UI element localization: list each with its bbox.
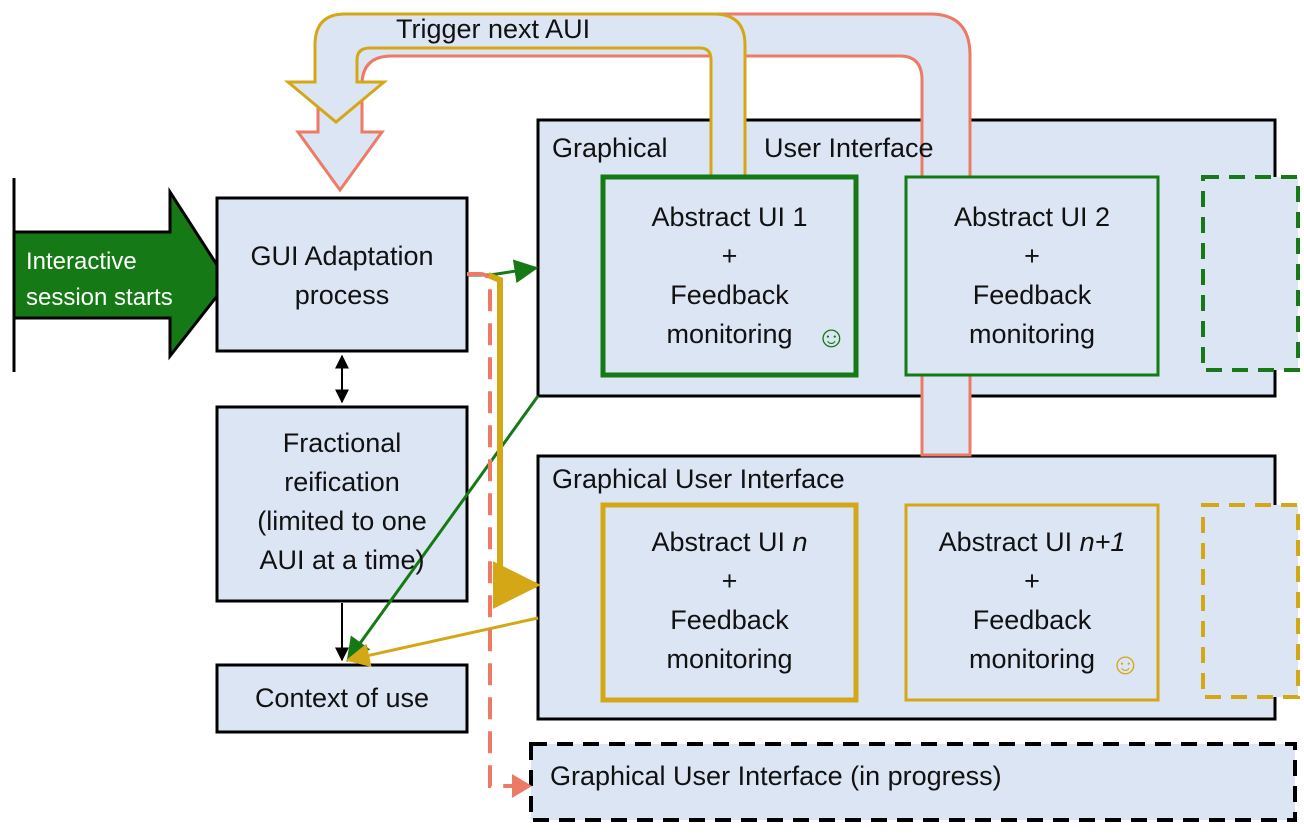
feedback-band-red <box>295 12 972 457</box>
aui-2-box <box>904 175 1160 377</box>
aui-more-box-gold <box>1201 503 1300 699</box>
context-box <box>215 663 469 734</box>
gui-panel-in-progress <box>529 742 1297 822</box>
gui-2-title: Graphical User Interface <box>552 464 845 494</box>
reification-label: Fractional reification (limited to one A… <box>257 428 427 575</box>
gui3-arrowhead <box>512 774 532 798</box>
session-start-label: Interactive session starts <box>26 248 173 311</box>
reification-box <box>215 405 469 603</box>
session-start-arrow <box>12 186 230 361</box>
gui-1-title-b: User Interface <box>764 133 934 163</box>
aui-n-label: Abstract UI n + Feedback monitoring <box>651 527 808 674</box>
aui-n1-label: Abstract UI n+1 + Feedback monitoring <box>938 527 1126 674</box>
smiley-icon: ☺ <box>816 321 847 354</box>
aui-1-label: Abstract UI 1 + Feedback monitoring <box>651 202 808 349</box>
gui1-to-context-line <box>346 395 540 662</box>
aui-n-box <box>600 502 859 703</box>
gui-1-title-a: Graphical <box>552 133 668 163</box>
gui2-to-context-line <box>345 616 539 668</box>
aui-more-box-green <box>1201 175 1300 372</box>
smiley-icon: ☺ <box>1110 648 1141 681</box>
aui-n1-box <box>904 503 1160 702</box>
aui-1-box <box>600 174 859 378</box>
trigger-band-gold <box>283 12 747 184</box>
trigger-label: Trigger next AUI <box>396 14 591 44</box>
context-label: Context of use <box>254 683 430 713</box>
adaptation-label: GUI Adaptation process <box>250 241 434 310</box>
gui-3-title: Graphical User Interface (in progress) <box>550 761 1002 791</box>
adaptation-to-gui3-dashed-arrow <box>467 272 520 788</box>
adaptation-to-gui2-gold-arrow <box>486 272 541 609</box>
aui-2-label: Abstract UI 2 + Feedback monitoring <box>953 202 1111 349</box>
